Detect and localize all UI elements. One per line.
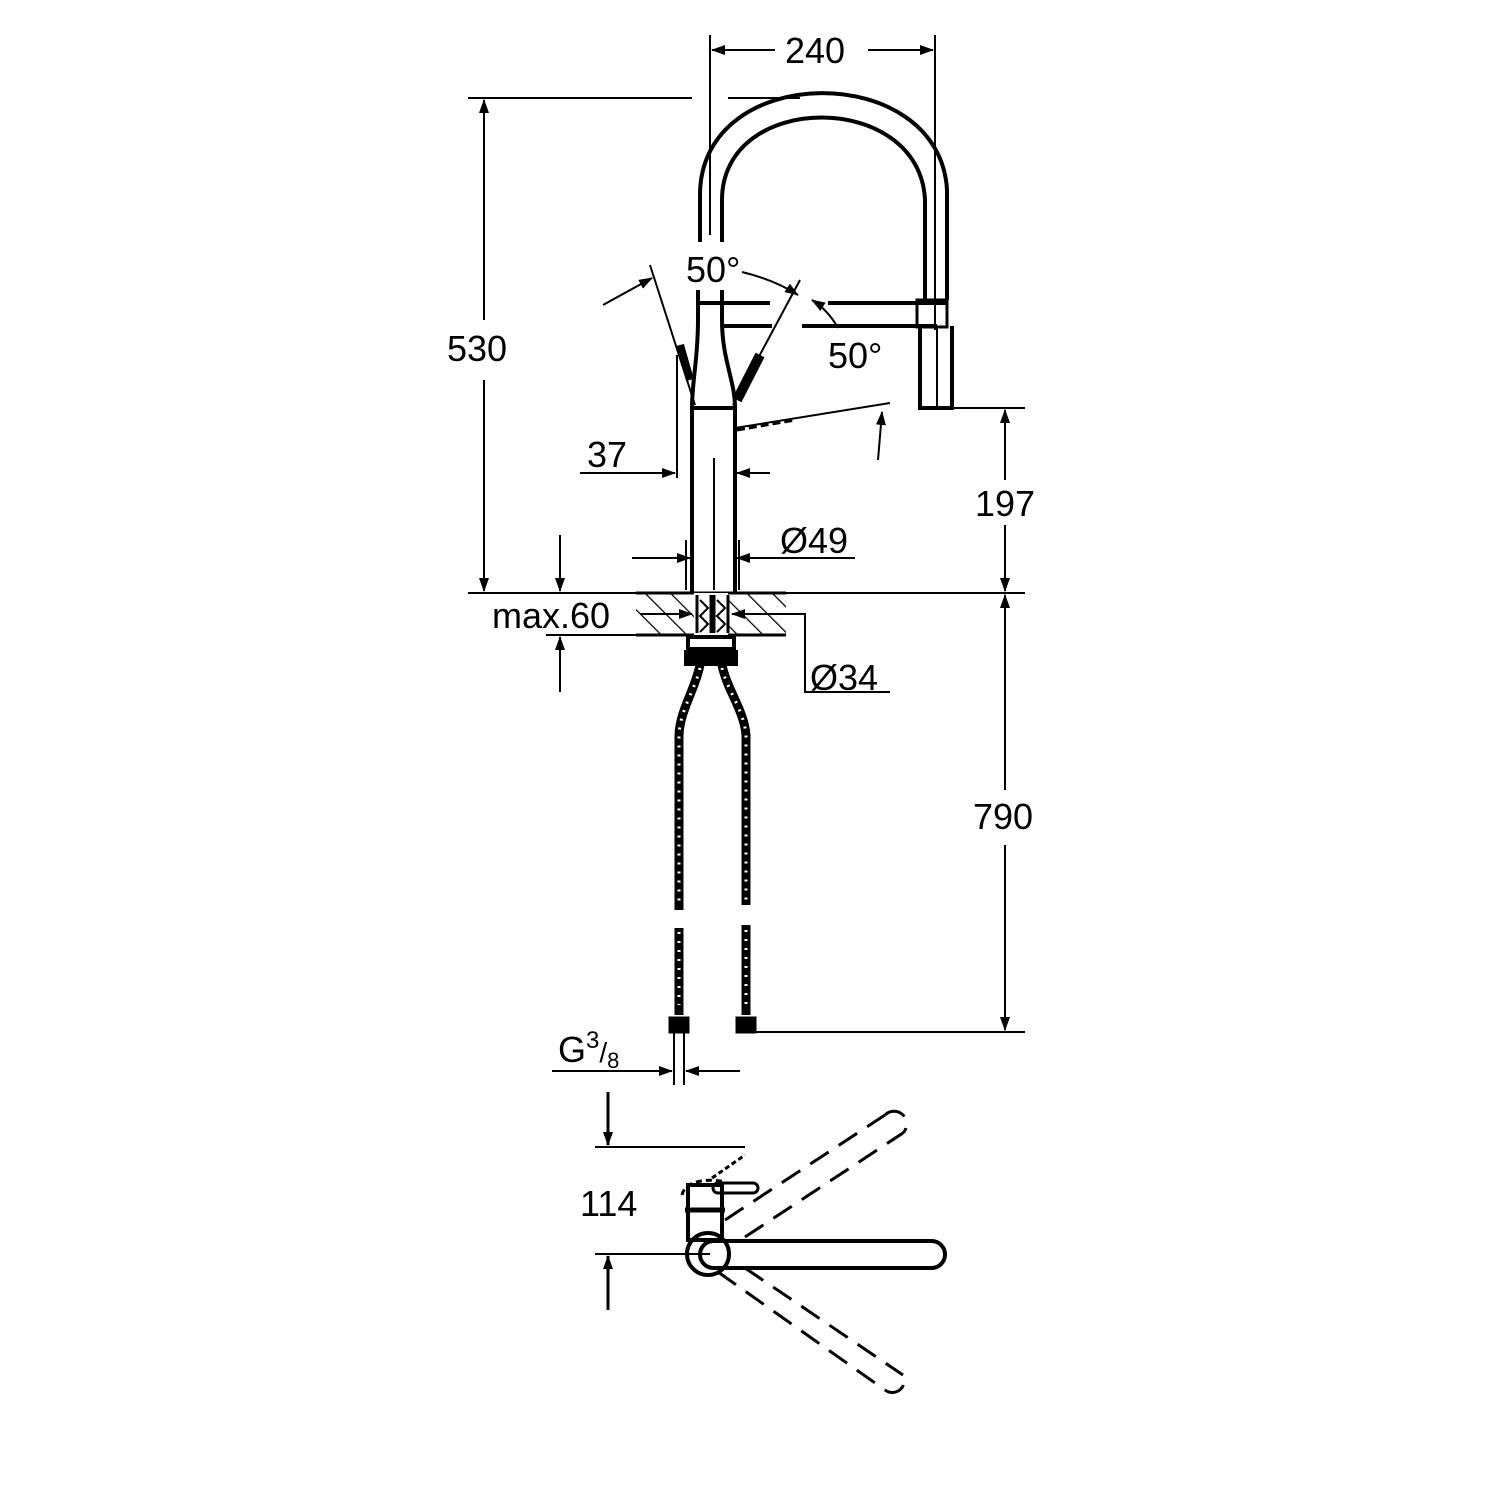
dim-530 [468, 97, 1025, 594]
dim-790 [755, 594, 1025, 1033]
label-max-deck-thickness: max.60 [492, 595, 611, 636]
supply-hoses [674, 663, 751, 1015]
dim-34 [770, 613, 890, 693]
dim-37 [580, 355, 770, 478]
label-spray-offset: 37 [587, 434, 628, 475]
label-spout-height: 197 [975, 483, 1036, 524]
dim-49 [632, 540, 855, 590]
lever-angles [602, 264, 891, 461]
hose-fittings [668, 1016, 757, 1085]
label-swivel-angle-left: 50° [686, 249, 741, 290]
label-swivel-angle-right: 50° [828, 335, 883, 376]
label-body-diameter: Ø49 [780, 520, 849, 561]
label-connection-thread: G3/8 [558, 1027, 620, 1073]
mounting-nut [684, 635, 738, 666]
faucet-body [690, 290, 737, 593]
top-view [595, 1092, 947, 1394]
label-total-height: 530 [447, 328, 508, 369]
label-hole-diameter: Ø34 [810, 657, 879, 698]
spray-arm [700, 298, 1025, 410]
label-spout-reach: 240 [785, 30, 846, 71]
spout-arc [698, 91, 949, 300]
dim-240 [709, 35, 936, 330]
label-hose-length: 790 [973, 796, 1034, 837]
label-lever-offset: 114 [580, 1183, 638, 1224]
countertop [636, 591, 786, 637]
